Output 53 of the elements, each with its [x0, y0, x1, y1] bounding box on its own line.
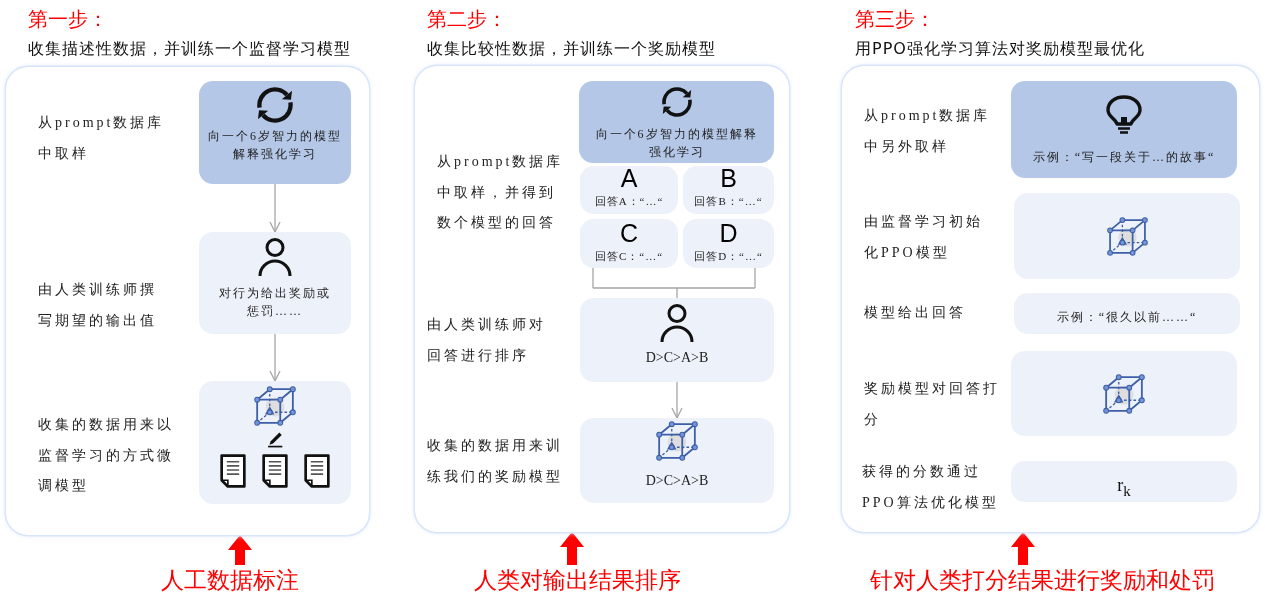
arrow	[671, 381, 683, 419]
letter-label: C	[619, 222, 639, 244]
response-card	[580, 219, 678, 268]
step-description: 收集的数据用来训练我们的奖励模型	[427, 437, 564, 486]
step-box	[199, 81, 351, 184]
annotation-text: 人工数据标注	[161, 565, 299, 595]
ranking-text: D>C>A>B	[645, 473, 709, 489]
step-heading: 第一步：	[28, 7, 108, 31]
ranking-text: D>C>A>B	[645, 350, 709, 366]
annotation-text: 针对人类打分结果进行奖励和处罚	[869, 565, 1215, 595]
step-box	[1011, 351, 1237, 436]
box-text: 向一个6岁智力的模型解释强化学习	[207, 128, 343, 163]
step-description: 收集的数据用来以监督学习的方式微调模型	[38, 416, 175, 495]
step-heading: 第二步：	[427, 7, 507, 31]
step-title: 收集描述性数据，并训练一个监督学习模型	[28, 39, 351, 59]
reward-text: r$_{k}$	[1117, 475, 1131, 501]
box-text: 示例：“很久以前……“	[1056, 309, 1198, 326]
box-text: 向一个6岁智力的模型解释强化学习	[594, 126, 759, 161]
block-arrow	[228, 535, 252, 565]
box-text: 示例：“写一段关于…的故事“	[1032, 149, 1216, 166]
step-description: 模型给出回答	[864, 304, 966, 322]
block-arrow	[560, 532, 584, 565]
step-box	[199, 381, 351, 504]
step-box	[1014, 193, 1240, 279]
block-arrow	[1011, 532, 1035, 565]
annotation-text: 人类对输出结果排序	[473, 565, 681, 595]
step-box	[1011, 81, 1237, 178]
step-description: 由人类训练师对回答进行排序	[427, 316, 547, 365]
step-title: 收集比较性数据，并训练一个奖励模型	[427, 39, 716, 59]
response-text: 回答C：“…“	[594, 249, 664, 264]
step-description: 获得的分数通过PPO算法优化模型	[862, 463, 1000, 512]
step-description: 奖励模型对回答打分	[864, 380, 1001, 429]
response-card	[683, 219, 774, 268]
letter-label: A	[620, 167, 638, 189]
response-text: 回答D：“…“	[694, 249, 763, 264]
step-box	[199, 232, 351, 334]
response-text: 回答B：“…“	[694, 194, 763, 209]
box-text: 对行为给出奖励或惩罚……	[218, 285, 332, 320]
arrow	[269, 183, 281, 233]
response-text: 回答A：“…“	[594, 194, 664, 209]
letter-label: D	[719, 222, 738, 244]
step-description: 从prompt数据库中取样，并得到数个模型的回答	[437, 153, 565, 232]
arrow	[269, 333, 281, 382]
step-description: 从prompt数据库中另外取样	[864, 107, 992, 156]
step-box	[580, 418, 774, 503]
step-box	[579, 81, 774, 163]
step-heading: 第三步：	[855, 7, 935, 31]
step-description: 由监督学习初始化PPO模型	[864, 213, 984, 262]
step-title: 用PPO强化学习算法对奖励模型最优化	[855, 39, 1145, 59]
step-box	[580, 298, 774, 382]
step-description: 由人类训练师撰写期望的输出值	[38, 281, 158, 330]
letter-label: B	[720, 167, 737, 189]
step-description: 从prompt数据库中取样	[38, 114, 166, 163]
